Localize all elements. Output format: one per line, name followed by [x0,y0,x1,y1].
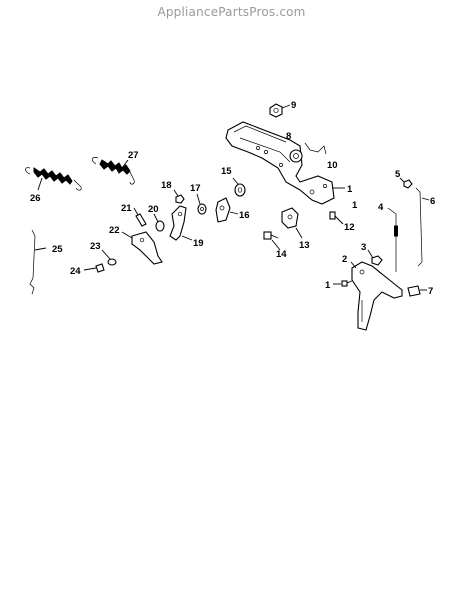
label-7: 7 [428,286,433,297]
part-1-bracket [225,121,345,205]
part-19-arm [169,205,193,241]
label-22: 22 [109,225,120,236]
part-9-nut [269,103,291,118]
label-16: 16 [239,210,250,221]
part-16-lever [215,197,239,223]
part-24-screw [83,263,105,273]
label-23: 23 [90,241,101,252]
label-4: 4 [378,202,384,213]
label-2: 2 [342,254,347,265]
label-27: 27 [128,150,139,161]
label-10: 10 [327,160,338,171]
label-15: 15 [221,166,232,177]
label-20: 20 [148,204,159,215]
label-3: 3 [361,242,366,253]
label-1c: 1 [325,280,331,291]
part-23-washer [101,249,117,266]
label-24: 24 [70,266,81,277]
label-6: 6 [430,196,435,207]
part-13-block [281,207,303,239]
part-18-nut [173,189,185,204]
label-26: 26 [30,193,41,204]
label-21: 21 [121,203,132,214]
part-3-screw [367,249,383,266]
part-26-spring [25,167,82,191]
part-25-rod [29,229,47,295]
part-27-spring [92,157,135,185]
part-4-rod [387,207,398,272]
part-21-pin [133,207,147,227]
part-12-screw [329,211,344,225]
part-6-rod [415,187,430,267]
label-25: 25 [52,244,63,255]
label-1a: 1 [347,184,353,195]
label-17: 17 [190,183,201,194]
label-18: 18 [161,180,172,191]
label-8: 8 [286,131,291,142]
part-2-lever [350,261,403,331]
watermark-text: AppliancePartsPros.com [157,5,306,19]
part-20-washer [153,213,165,232]
part-17-washer [196,193,207,215]
part-5-screw [399,177,413,189]
label-5: 5 [395,169,401,180]
part-7-clip [407,285,427,297]
part-10-wire [304,142,327,155]
label-19: 19 [193,238,204,249]
part-22-lever [121,231,163,265]
label-1b: 1 [352,200,358,211]
label-14: 14 [276,249,287,260]
part-15-washer [232,177,246,197]
label-12: 12 [344,222,355,233]
part-14-screw [263,231,281,251]
label-13: 13 [299,240,310,251]
part-1-screw [333,280,353,287]
label-9: 9 [291,100,296,111]
